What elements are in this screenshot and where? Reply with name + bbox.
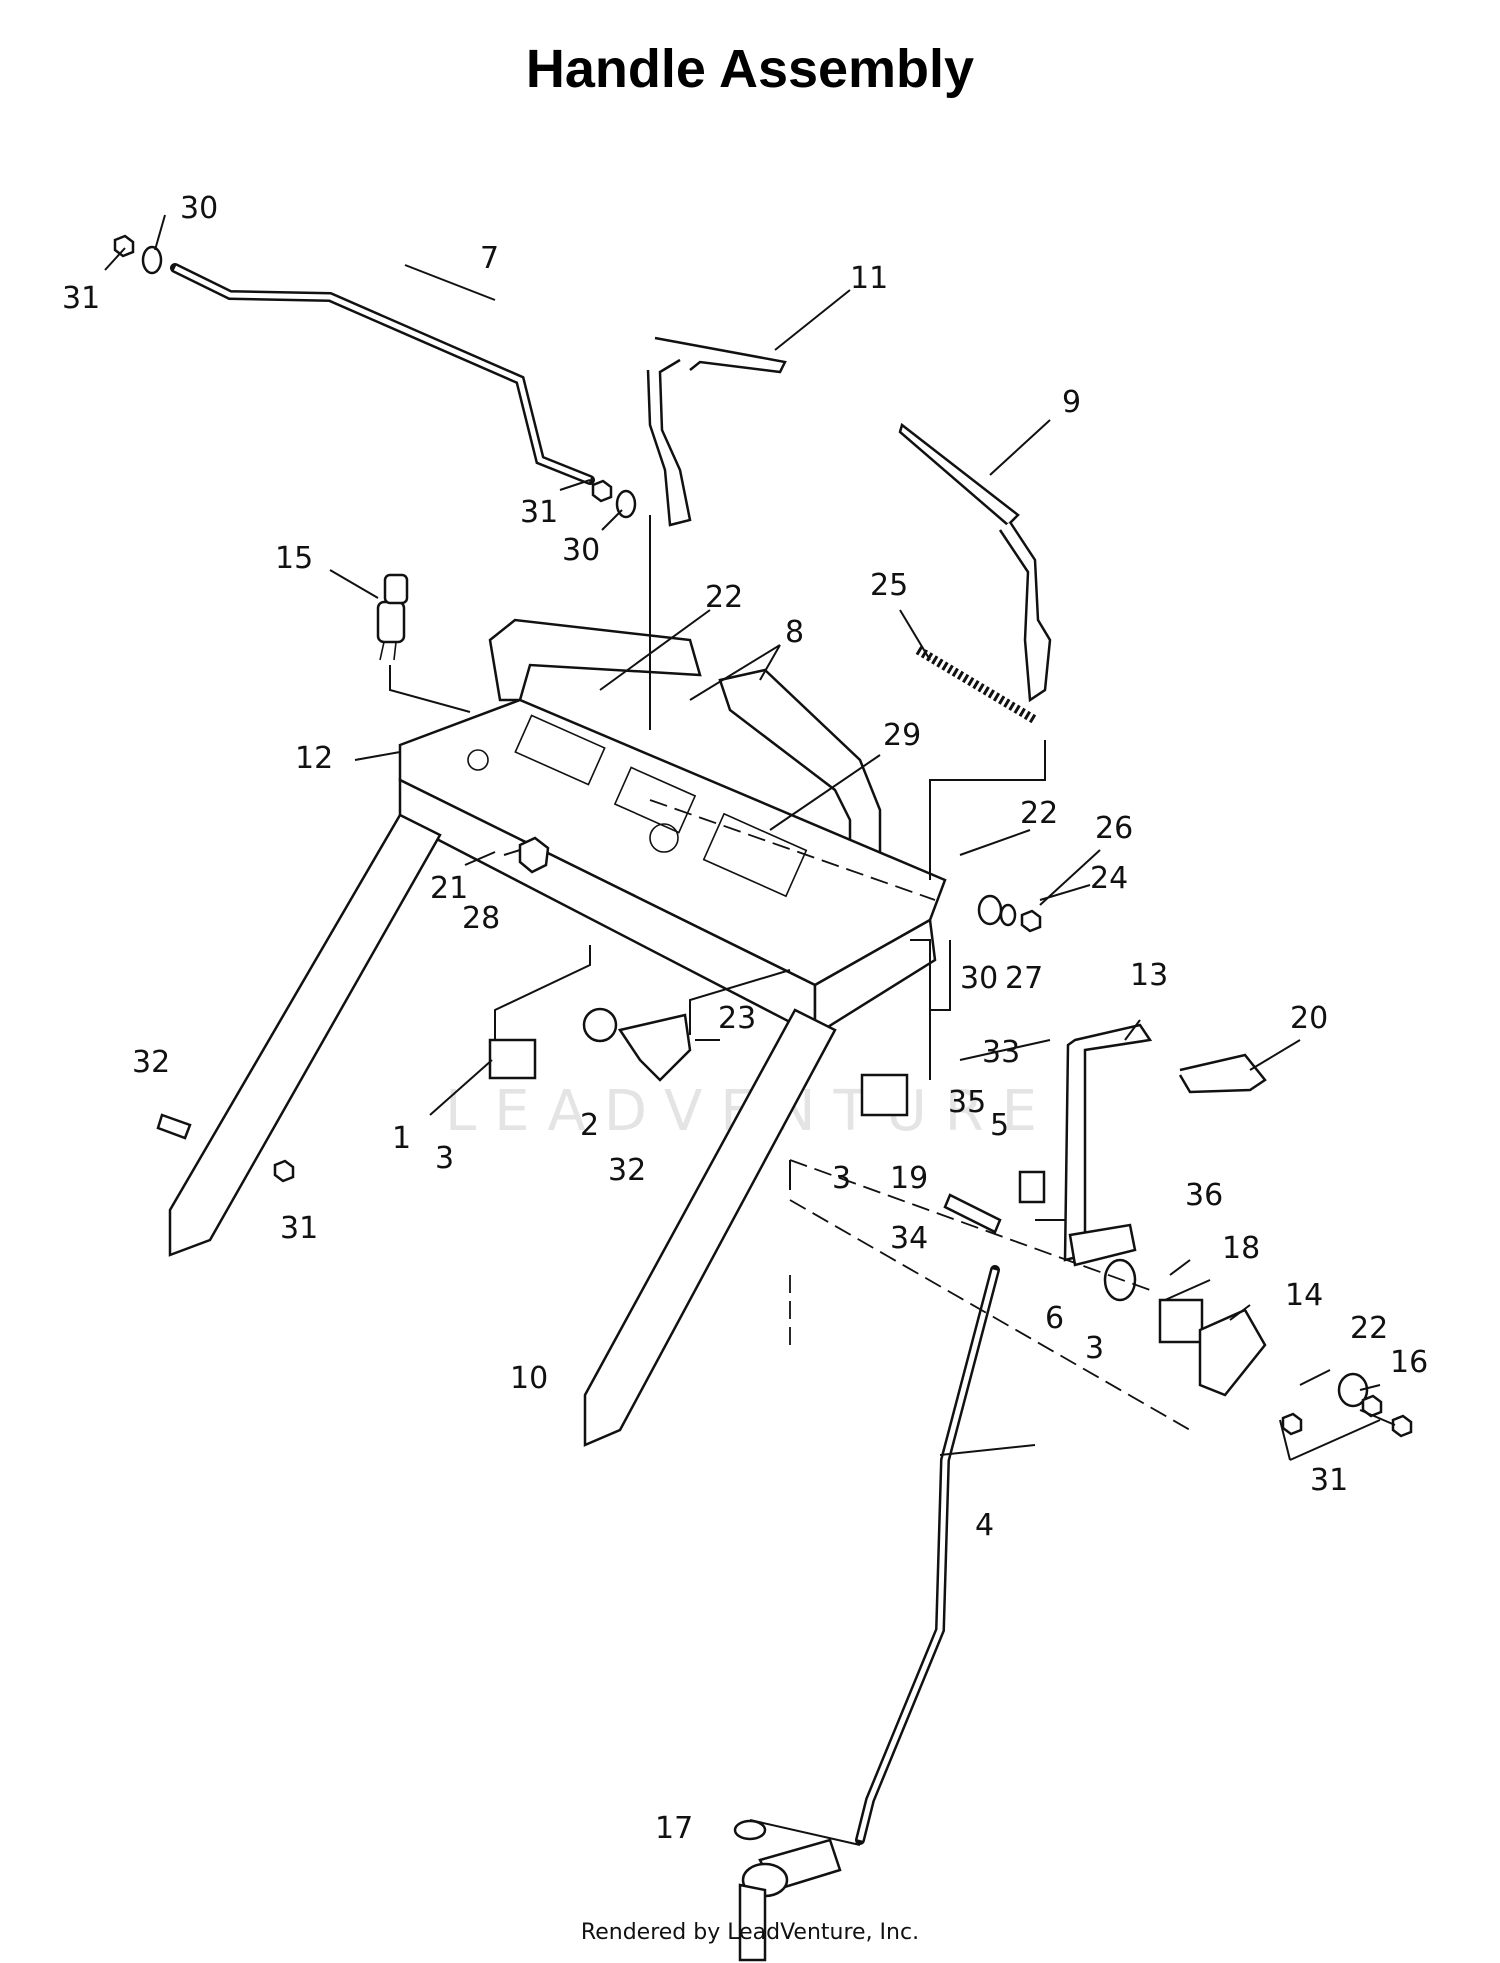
leader-lines (104, 214, 1396, 1846)
label-13: 13 (1130, 958, 1168, 993)
nut-31-right-a (1281, 1412, 1303, 1436)
label-3-left: 3 (435, 1141, 454, 1176)
washer-16 (1337, 1372, 1369, 1408)
label-19: 19 (890, 1161, 928, 1196)
part-12-console (398, 698, 947, 1038)
part-11-lever (646, 336, 787, 527)
label-3-right: 3 (1085, 1331, 1104, 1366)
label-7: 7 (480, 241, 499, 276)
label-36: 36 (1185, 1178, 1223, 1213)
label-14: 14 (1285, 1278, 1323, 1313)
part-9-lever (898, 422, 1052, 703)
label-28: 28 (462, 901, 500, 936)
label-9: 9 (1062, 385, 1081, 420)
part-25-spring (915, 646, 1038, 724)
label-11: 11 (850, 261, 888, 296)
label-6: 6 (1045, 1301, 1064, 1336)
part-10-handle-bar (583, 1008, 837, 1447)
label-34: 34 (890, 1221, 928, 1256)
label-3-mid: 3 (832, 1161, 851, 1196)
part-19-bracket (860, 1073, 909, 1117)
part-13-lever (1063, 1023, 1153, 1267)
bolt-32-left (156, 1113, 192, 1140)
part-2-ball-mount (582, 1007, 692, 1082)
label-12: 12 (295, 741, 333, 776)
label-5: 5 (990, 1108, 1009, 1143)
label-18: 18 (1222, 1231, 1260, 1266)
label-30-right: 30 (960, 961, 998, 996)
label-32-left: 32 (132, 1045, 170, 1080)
label-27: 27 (1005, 961, 1043, 996)
label-26: 26 (1095, 811, 1133, 846)
label-20: 20 (1290, 1001, 1328, 1036)
label-24: 24 (1090, 861, 1128, 896)
washer-30-top (141, 245, 163, 275)
label-31-mid: 31 (520, 495, 558, 530)
part-4-rod (855, 1265, 1000, 1845)
label-30-mid: 30 (562, 533, 600, 568)
label-31-right: 31 (1310, 1463, 1348, 1498)
part-17-clip (733, 1819, 767, 1841)
render-credit: Rendered by LeadVenture, Inc. (580, 1920, 920, 1945)
part-15-key-switch (376, 573, 409, 661)
label-8: 8 (785, 615, 804, 650)
label-17: 17 (655, 1811, 693, 1846)
bushing-5 (1018, 1170, 1046, 1204)
label-15: 15 (275, 541, 313, 576)
part-20-bracket (1178, 1053, 1267, 1094)
nut-31-mid (591, 479, 613, 503)
label-32-mid: 32 (608, 1153, 646, 1188)
nut-24 (1020, 909, 1042, 933)
left-handle-bar (168, 813, 442, 1257)
pin-34 (943, 1193, 1002, 1234)
label-1: 1 (392, 1121, 411, 1156)
washer-27 (999, 903, 1017, 927)
label-30-top: 30 (180, 191, 218, 226)
label-22-right-low: 22 (1350, 1311, 1388, 1346)
label-16: 16 (1390, 1345, 1428, 1380)
label-35: 35 (948, 1085, 986, 1120)
part-7-control-rod (170, 263, 595, 485)
label-21: 21 (430, 871, 468, 906)
label-23: 23 (718, 1001, 756, 1036)
part-1-switch (488, 1038, 537, 1080)
label-10: 10 (510, 1361, 548, 1396)
label-22-right: 22 (1020, 796, 1058, 831)
label-31-left: 31 (280, 1211, 318, 1246)
label-33: 33 (982, 1035, 1020, 1070)
part-18-switch (1158, 1298, 1204, 1344)
label-2: 2 (580, 1108, 599, 1143)
label-4: 4 (975, 1508, 994, 1543)
page-title: Handle Assembly (525, 39, 975, 99)
label-31-top: 31 (62, 281, 100, 316)
bottom-pivot-arm (738, 1838, 842, 1962)
part-14-bracket (1198, 1308, 1267, 1397)
nut-31-left (273, 1159, 295, 1183)
label-25: 25 (870, 568, 908, 603)
washer-30-right (977, 894, 1003, 926)
nut-31-right-b (1361, 1394, 1383, 1418)
label-29: 29 (883, 718, 921, 753)
label-22-top: 22 (705, 580, 743, 615)
nut-31-top (113, 234, 135, 258)
nut-31-right-c (1391, 1414, 1413, 1438)
nut-28 (518, 836, 550, 874)
